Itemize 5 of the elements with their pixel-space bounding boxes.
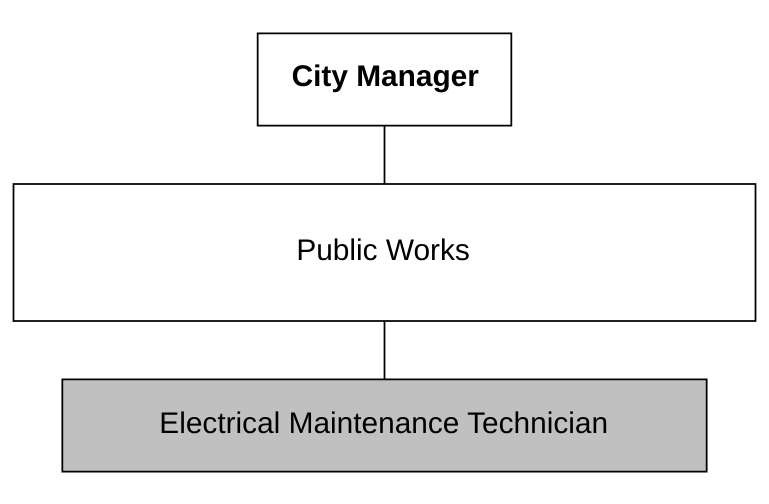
node-box: Public Works: [12, 182, 756, 322]
node-box: Electrical Maintenance Technician: [61, 378, 708, 472]
node-box: City Manager: [256, 32, 512, 126]
connector: [384, 320, 386, 379]
connector: [384, 126, 386, 184]
